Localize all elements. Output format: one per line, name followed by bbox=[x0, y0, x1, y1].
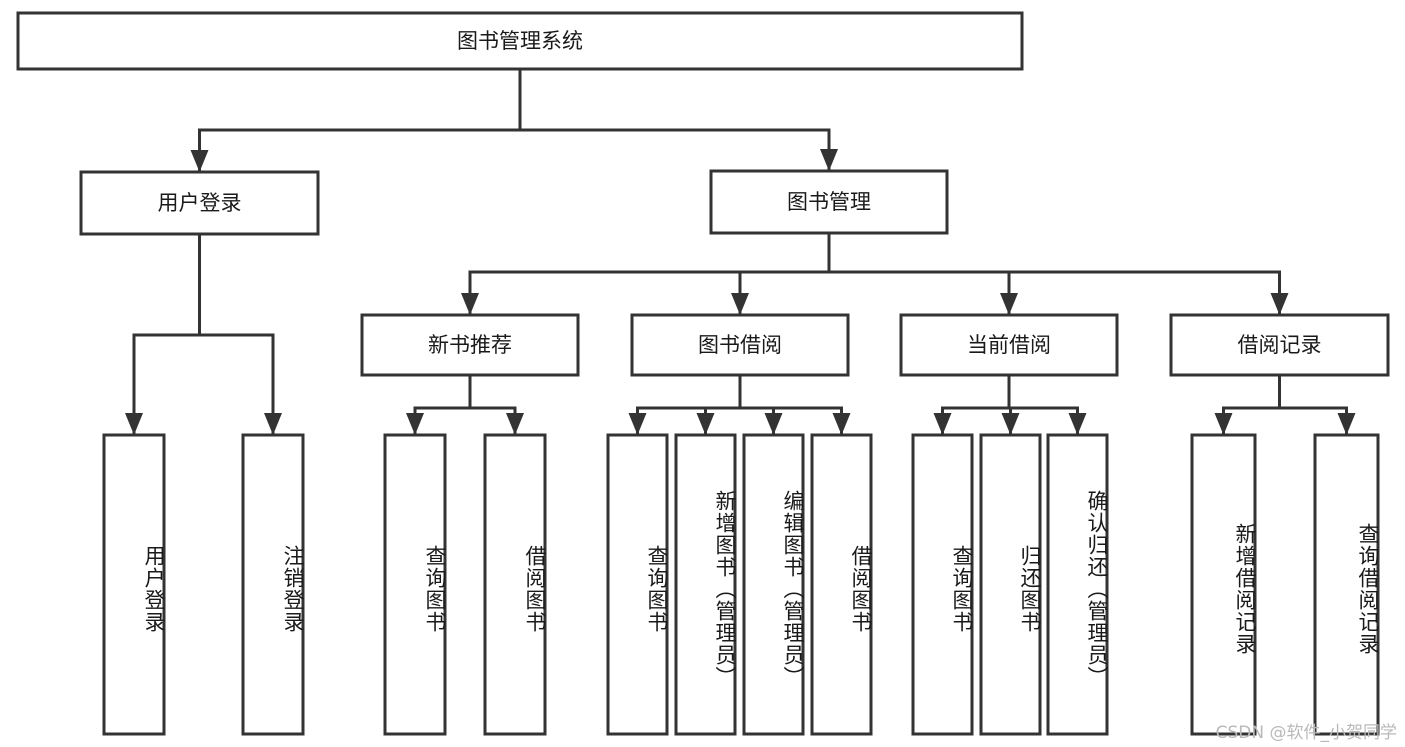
boxes-layer bbox=[16, 11, 1390, 736]
arrow-head bbox=[933, 413, 952, 435]
node-label-current-borrow: 当前借阅 bbox=[967, 333, 1051, 357]
node-box-leaf-borrow-book bbox=[810, 433, 873, 736]
node-box-current-borrow bbox=[899, 313, 1119, 377]
node-label-root: 图书管理系统 bbox=[457, 29, 583, 53]
node-label-book-manage: 图书管理 bbox=[787, 190, 871, 214]
node-box-root bbox=[16, 11, 1024, 71]
connectors-layer bbox=[125, 67, 1356, 437]
arrow-head bbox=[764, 413, 783, 435]
node-box-leaf-return-book bbox=[979, 433, 1042, 736]
arrow-head bbox=[1068, 413, 1087, 435]
node-box-leaf-borrow-book-recommend bbox=[483, 433, 547, 736]
arrow-head bbox=[1001, 413, 1020, 435]
node-box-book-borrow bbox=[630, 313, 850, 377]
node-label-book-borrow: 图书借阅 bbox=[698, 333, 782, 357]
arrow-head bbox=[506, 413, 524, 435]
arrow-head bbox=[461, 293, 479, 315]
node-label-borrow-record: 借阅记录 bbox=[1238, 333, 1322, 357]
arrow-head bbox=[264, 413, 282, 435]
node-label-new-book-recommend: 新书推荐 bbox=[428, 333, 512, 357]
arrow-head bbox=[731, 293, 749, 315]
arrow-head bbox=[820, 149, 838, 171]
node-box-leaf-user-login bbox=[102, 433, 166, 736]
node-box-leaf-query-book-current bbox=[911, 433, 974, 736]
arrow-head bbox=[628, 413, 647, 435]
node-box-leaf-confirm-return-admin bbox=[1046, 433, 1109, 736]
node-box-leaf-add-borrow-record bbox=[1190, 433, 1257, 736]
node-box-borrow-record bbox=[1169, 313, 1390, 377]
arrow-head bbox=[125, 413, 143, 435]
arrow-head bbox=[1214, 413, 1233, 435]
node-box-book-manage bbox=[709, 169, 949, 235]
node-box-leaf-logout bbox=[241, 433, 305, 736]
node-label-user-login: 用户登录 bbox=[158, 191, 242, 215]
node-box-new-book-recommend bbox=[360, 313, 580, 377]
arrow-head bbox=[1270, 293, 1289, 315]
arrow-head bbox=[1000, 293, 1018, 315]
arrow-head bbox=[190, 150, 209, 172]
node-box-leaf-query-book-recommend bbox=[383, 433, 447, 736]
node-box-leaf-query-book-borrow bbox=[606, 433, 669, 736]
watermark-text: CSDN @软件_小贺同学 bbox=[1215, 723, 1397, 743]
arrow-head bbox=[696, 413, 715, 435]
node-box-leaf-add-book-admin bbox=[674, 433, 737, 736]
arrow-head bbox=[406, 413, 424, 435]
arrow-head bbox=[832, 413, 851, 435]
node-box-leaf-query-borrow-record bbox=[1313, 433, 1380, 736]
arrow-head bbox=[1337, 413, 1356, 435]
node-box-user-login bbox=[79, 170, 320, 236]
node-box-leaf-edit-book-admin bbox=[742, 433, 805, 736]
